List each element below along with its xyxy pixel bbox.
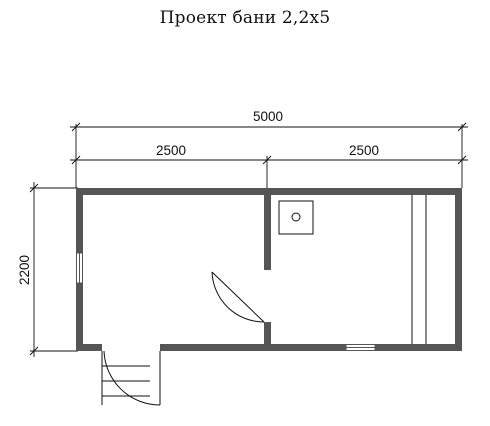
tick-rooms-right	[457, 155, 467, 165]
partition-upper	[264, 188, 271, 270]
dimension-lines	[29, 122, 468, 357]
window-bottom	[345, 344, 376, 351]
wall-bottom-left	[76, 344, 102, 351]
window-left	[76, 252, 83, 284]
interior-door	[211, 271, 265, 323]
dimension-width: 2200	[17, 255, 32, 285]
tick-total-right	[457, 122, 467, 132]
entrance-steps	[101, 351, 150, 405]
tick-width-bottom	[29, 346, 39, 356]
wall-bottom-right	[375, 344, 462, 351]
wall-bottom-middle	[160, 344, 346, 351]
wall-right	[455, 188, 462, 351]
bench	[411, 195, 427, 344]
dimension-total-length: 5000	[253, 109, 283, 124]
walls	[76, 188, 462, 351]
tick-rooms-left	[71, 155, 81, 165]
tick-rooms-middle	[262, 155, 272, 165]
entrance-door	[103, 350, 161, 406]
tick-width-top	[29, 183, 39, 193]
dimension-right-room: 2500	[349, 143, 379, 158]
partition-lower	[264, 322, 271, 351]
entrance-door-swing-arc	[103, 350, 161, 406]
wall-left-lower	[76, 283, 83, 351]
interior-door-swing-arc	[211, 271, 265, 323]
interior-door-leaf	[211, 271, 265, 323]
dimension-left-room: 2500	[156, 143, 186, 158]
drawing-title: Проект бани 2,2х5	[159, 8, 331, 28]
stove-icon	[278, 200, 314, 235]
wall-left-upper	[76, 188, 83, 253]
tick-total-left	[71, 122, 81, 132]
